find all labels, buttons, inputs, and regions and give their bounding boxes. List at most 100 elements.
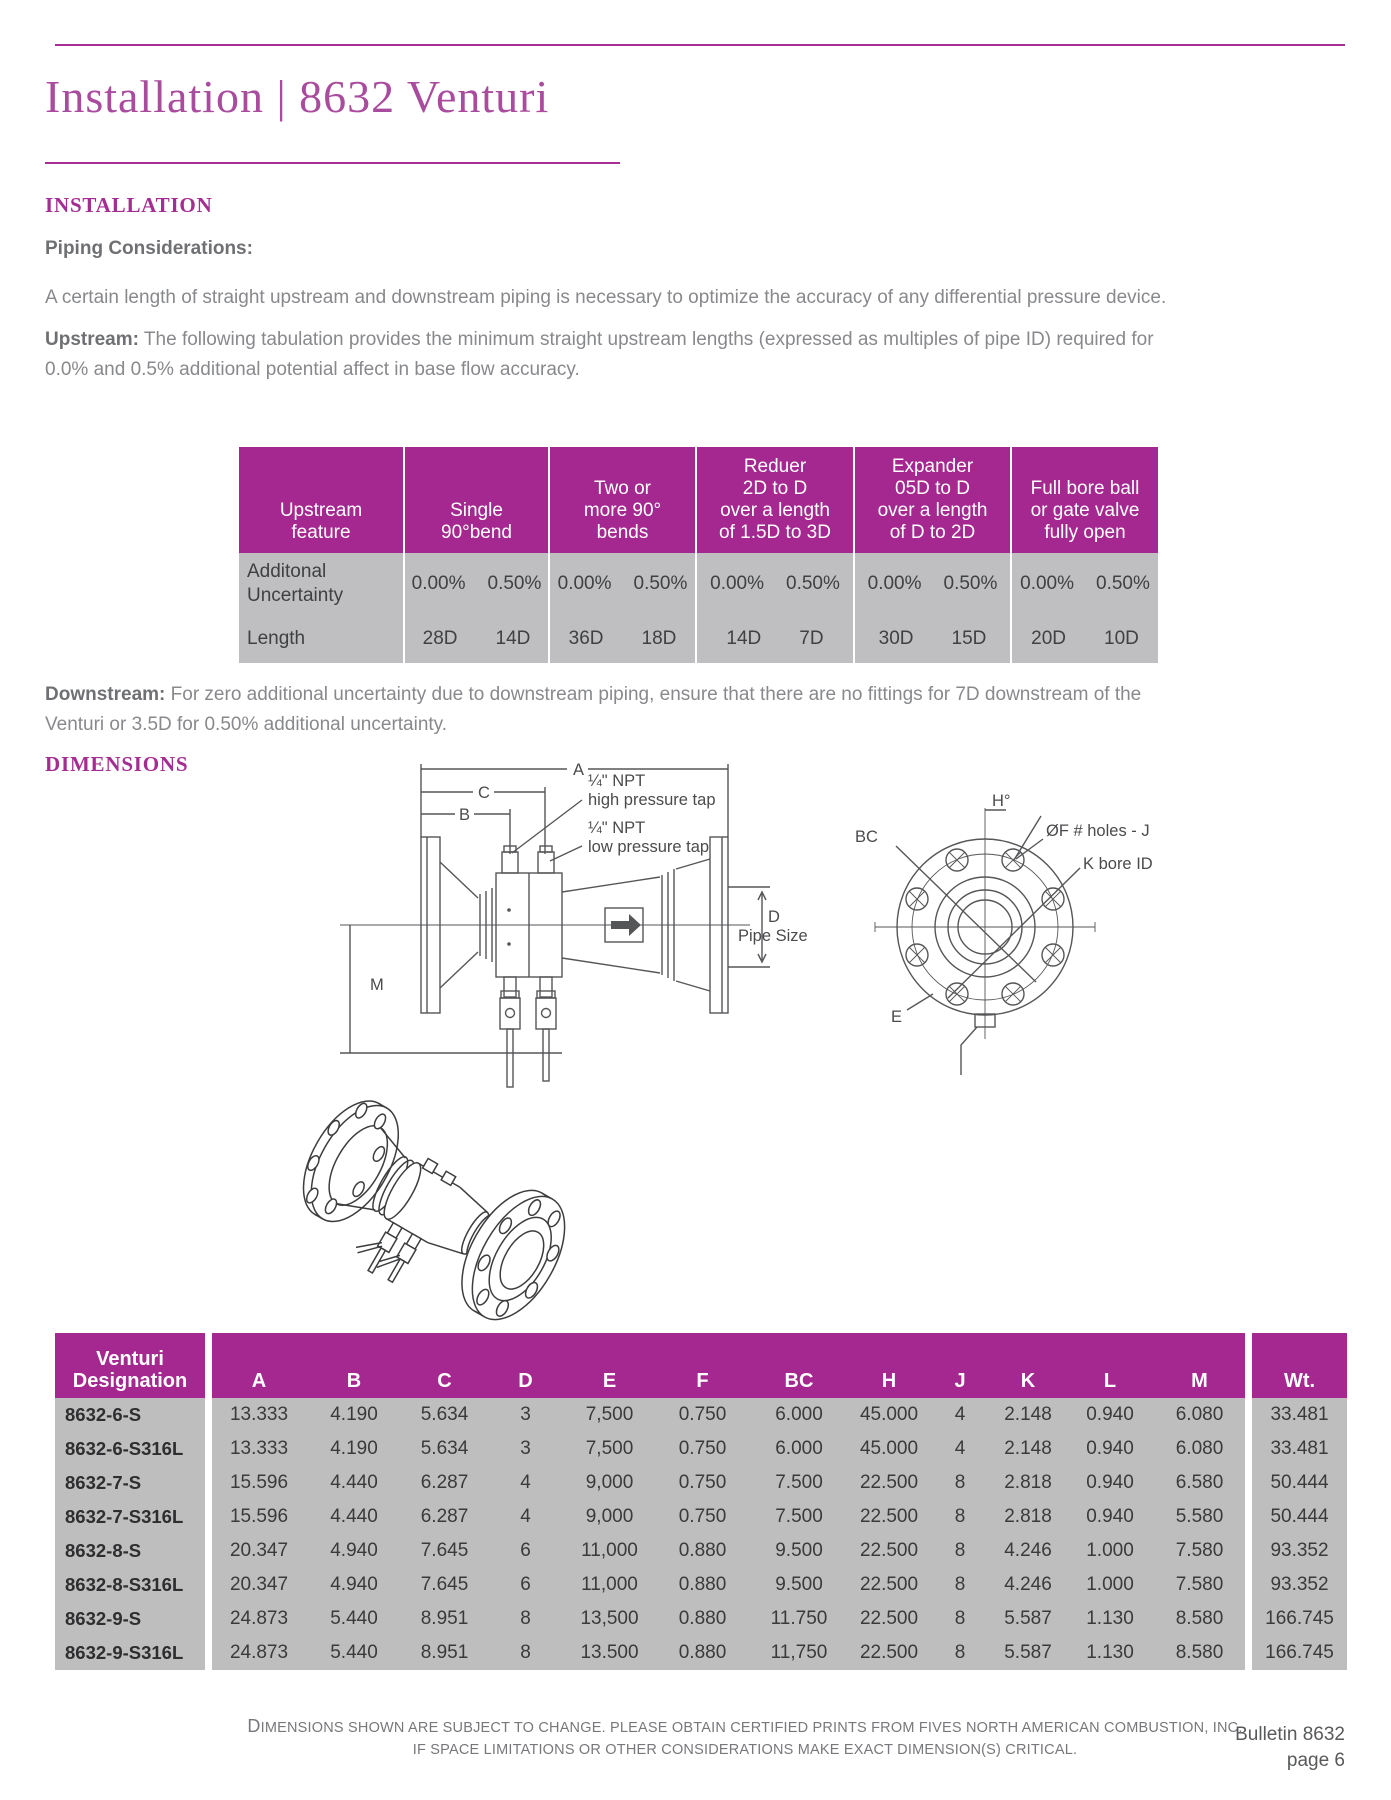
dimension-cell: 11,000	[564, 1534, 655, 1568]
dimension-cell: 0.940	[1066, 1398, 1154, 1432]
dimension-cell: 8	[930, 1636, 990, 1670]
dimensions-table-header-cell: L	[1066, 1333, 1154, 1398]
dimension-cell: 5.440	[306, 1602, 402, 1636]
column-divider	[1245, 1636, 1252, 1670]
length-value: 15D	[951, 628, 987, 649]
weight-cell: 166.745	[1252, 1602, 1347, 1636]
upstream-text-line2: 0.0% and 0.5% additional potential affec…	[45, 359, 580, 380]
dimension-cell: 13.333	[212, 1432, 306, 1466]
dimension-cell: 9.500	[750, 1568, 848, 1602]
page-title: Installation | 8632 Venturi	[45, 71, 550, 122]
column-divider	[205, 1568, 212, 1602]
column-divider	[205, 1466, 212, 1500]
uncertainty-value: 0.50%	[487, 573, 542, 594]
length-value: 7D	[799, 628, 824, 649]
upstream-table-header-cell: Upstream feature	[239, 447, 403, 553]
column-divider	[205, 1534, 212, 1568]
weight-cell: 33.481	[1252, 1398, 1347, 1432]
dimension-cell: 0.940	[1066, 1466, 1154, 1500]
column-divider	[205, 1636, 212, 1670]
weight-cell: 166.745	[1252, 1636, 1347, 1670]
dimension-cell: 0.880	[655, 1636, 750, 1670]
dimension-cell: 11.750	[750, 1602, 848, 1636]
dimension-cell: 45.000	[848, 1398, 930, 1432]
dimension-cell: 0.750	[655, 1466, 750, 1500]
dimension-cell: 8	[487, 1602, 564, 1636]
dimension-cell: 5.634	[402, 1398, 487, 1432]
weight-cell: 93.352	[1252, 1534, 1347, 1568]
length-value: 28D	[422, 628, 458, 649]
dimension-cell: 3	[487, 1398, 564, 1432]
dimensions-table-header-cell: A	[212, 1333, 306, 1398]
dimension-cell: 6.287	[402, 1500, 487, 1534]
dimension-cell: 8	[930, 1500, 990, 1534]
weight-cell: 93.352	[1252, 1568, 1347, 1602]
dimension-cell: 0.750	[655, 1432, 750, 1466]
venturi-designation-cell: 8632-8-S	[55, 1534, 205, 1568]
dimension-cell: 7.645	[402, 1568, 487, 1602]
dimension-cell: 9,000	[564, 1466, 655, 1500]
dimension-cell: 5.580	[1154, 1500, 1245, 1534]
dim-label-a: A	[573, 761, 584, 779]
dimension-cell: 8.580	[1154, 1602, 1245, 1636]
low-pressure-tap-label: low pressure tap	[588, 838, 709, 856]
upstream-text-line1: The following tabulation provides the mi…	[143, 329, 1154, 350]
dimension-cell: 13.333	[212, 1398, 306, 1432]
dimension-cell: 24.873	[212, 1636, 306, 1670]
bulletin-reference: Bulletin 8632 page 6	[1095, 1722, 1345, 1774]
dimension-cell: 2.818	[990, 1466, 1066, 1500]
length-value: 18D	[641, 628, 677, 649]
dimension-cell: 8	[487, 1636, 564, 1670]
dimension-cell: 1.130	[1066, 1636, 1154, 1670]
dimension-cell: 2.818	[990, 1500, 1066, 1534]
uncertainty-values: 0.00% 0.50%	[403, 553, 548, 615]
dimension-cell: 22.500	[848, 1500, 930, 1534]
dimension-cell: 9.500	[750, 1534, 848, 1568]
npt-low-label: ¼" NPT	[588, 819, 645, 837]
top-rule	[55, 44, 1345, 46]
dimensions-diagram: A C B ¼" NPT high pressure tap ¼" NPT lo…	[340, 761, 1153, 1088]
dimension-cell: 0.880	[655, 1602, 750, 1636]
uncertainty-value: 0.50%	[943, 573, 998, 594]
dimension-cell: 0.880	[655, 1534, 750, 1568]
dimension-cell: 8.580	[1154, 1636, 1245, 1670]
dimension-cell: 13.500	[564, 1636, 655, 1670]
length-row-label: Length	[239, 615, 403, 663]
dimensions-table-header-cell: H	[848, 1333, 930, 1398]
dimensions-table-header: Venturi Designation A B C D E F BC H J K…	[55, 1333, 1347, 1398]
length-value: 14D	[726, 628, 762, 649]
column-divider	[205, 1333, 212, 1398]
dimension-cell: 7.580	[1154, 1534, 1245, 1568]
dimension-cell: 11,000	[564, 1568, 655, 1602]
dimension-cell: 8	[930, 1568, 990, 1602]
holes-label: ØF # holes - J	[1046, 822, 1150, 840]
dim-label-m: M	[370, 976, 384, 994]
piping-considerations-heading: Piping Considerations:	[45, 238, 253, 259]
length-values: 30D 15D	[853, 615, 1010, 663]
dimension-cell: 4	[930, 1398, 990, 1432]
column-divider	[205, 1500, 212, 1534]
uncertainty-value: 0.50%	[1096, 573, 1150, 594]
uncertainty-value: 0.00%	[867, 573, 922, 594]
dimension-cell: 2.148	[990, 1432, 1066, 1466]
dimensions-table-header-cell: E	[564, 1333, 655, 1398]
table-row: 8632-9-S316L 24.873 5.440 8.951 8 13.500…	[55, 1636, 1347, 1670]
dimension-cell: 4.440	[306, 1466, 402, 1500]
uncertainty-value: 0.00%	[557, 573, 612, 594]
pipe-size-label: Pipe Size	[738, 927, 808, 945]
venturi-designation-cell: 8632-9-S	[55, 1602, 205, 1636]
dimensions-table-header-cell: D	[487, 1333, 564, 1398]
upstream-table-header-cell: Single 90°bend	[403, 447, 548, 553]
e-label: E	[891, 1008, 902, 1026]
column-divider	[1245, 1534, 1252, 1568]
dimensions-table-header-cell: B	[306, 1333, 402, 1398]
footer-disclaimer: DIMENSIONS SHOWN ARE SUBJECT TO CHANGE. …	[150, 1715, 1340, 1761]
dimension-cell: 5.587	[990, 1636, 1066, 1670]
dimension-cell: 6	[487, 1534, 564, 1568]
dim-label-d: D	[768, 908, 780, 926]
dimensions-table-header-cell: J	[930, 1333, 990, 1398]
dimension-cell: 20.347	[212, 1534, 306, 1568]
table-row: 8632-7-S316L 15.596 4.440 6.287 4 9,000 …	[55, 1500, 1347, 1534]
dimension-cell: 6.080	[1154, 1432, 1245, 1466]
table-row: 8632-8-S 20.347 4.940 7.645 6 11,000 0.8…	[55, 1534, 1347, 1568]
